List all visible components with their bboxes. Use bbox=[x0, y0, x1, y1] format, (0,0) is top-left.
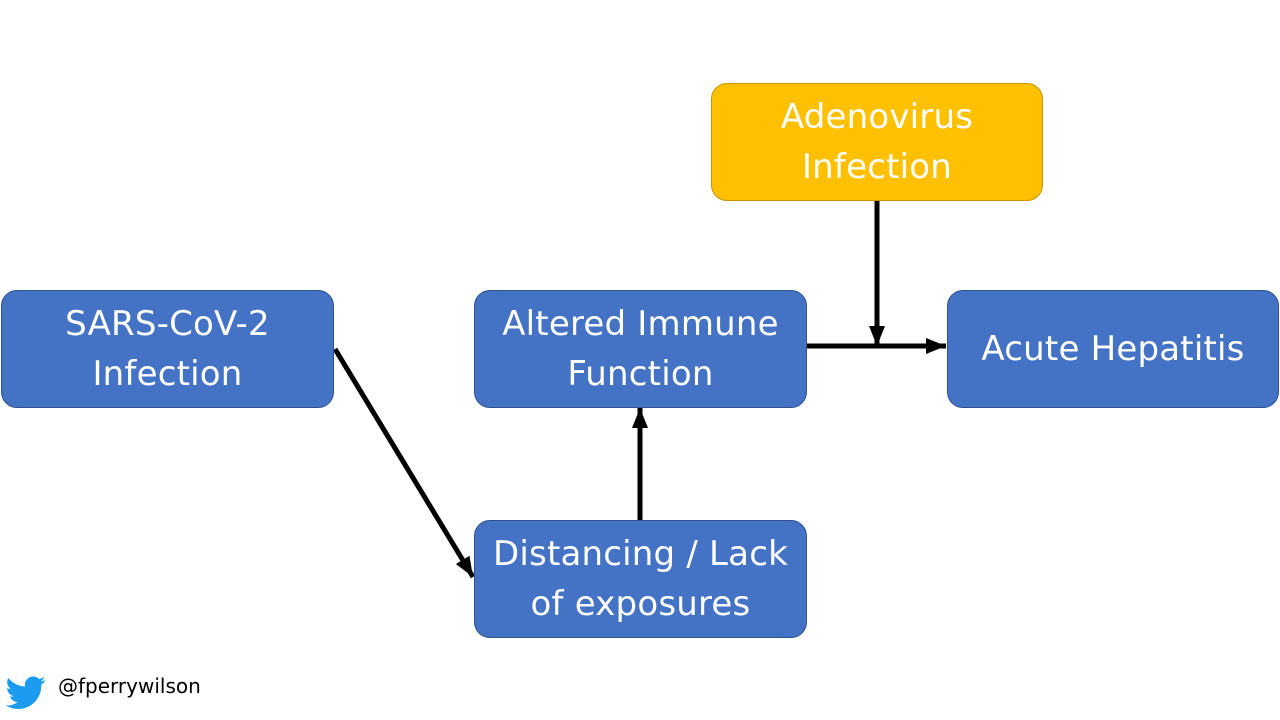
twitter-bird-icon bbox=[6, 676, 46, 709]
node-adenovirus-line1: Adenovirus bbox=[780, 97, 974, 137]
node-distancing-line1: Distancing / Lack bbox=[493, 534, 788, 574]
node-sars-line2: Infection bbox=[92, 354, 243, 394]
node-hepatitis-line1: Acute Hepatitis bbox=[981, 329, 1245, 369]
node-adenovirus-line2: Infection bbox=[801, 147, 953, 187]
twitter-attribution bbox=[6, 672, 46, 712]
node-sars-cov-2-infection: SARS-CoV-2 Infection bbox=[1, 290, 334, 408]
node-acute-hepatitis: Acute Hepatitis bbox=[947, 290, 1279, 408]
twitter-handle: @fperrywilson bbox=[58, 674, 201, 698]
node-adenovirus-infection: Adenovirus Infection bbox=[711, 83, 1043, 201]
node-altered-immune-function: Altered Immune Function bbox=[474, 290, 807, 408]
node-sars-line1: SARS-CoV-2 bbox=[65, 304, 270, 344]
node-immune-line2: Function bbox=[567, 354, 714, 394]
node-distancing-line2: of exposures bbox=[530, 584, 751, 624]
arrow-sars-to-distancing bbox=[332, 347, 476, 579]
node-immune-line1: Altered Immune bbox=[502, 304, 779, 344]
node-distancing-lack-of-exposures: Distancing / Lack of exposures bbox=[474, 520, 807, 638]
